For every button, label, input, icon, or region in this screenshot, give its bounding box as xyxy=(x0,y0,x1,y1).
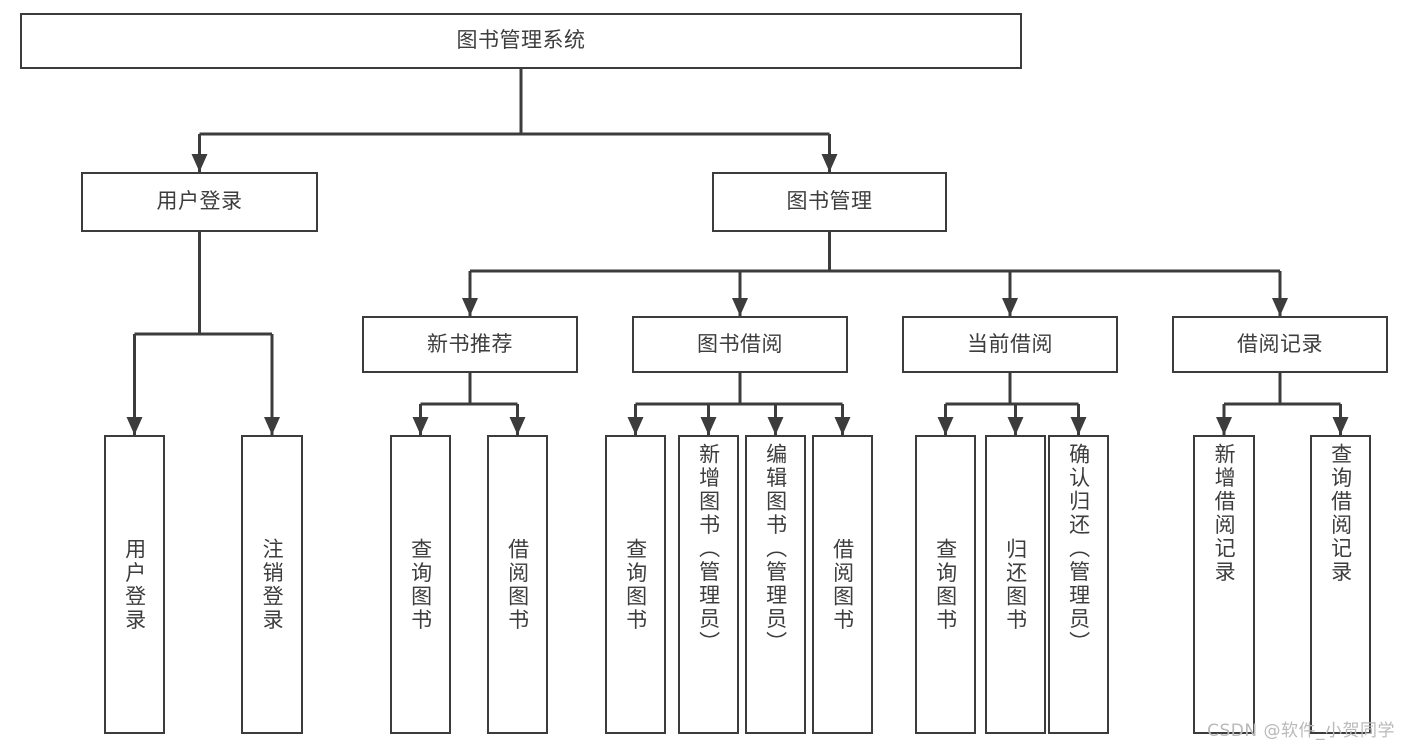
node-label-user-login-do: 用户登录 xyxy=(122,537,147,632)
node-borrow-book-2[interactable]: 借阅图书 xyxy=(812,435,873,734)
node-label-book-borrow: 图书借阅 xyxy=(697,331,783,356)
node-label-query-book-2: 查询图书 xyxy=(623,537,648,632)
node-label-return-book: 归还图书 xyxy=(1003,537,1028,632)
node-label-add-book-admin: 新增图书（管理员） xyxy=(696,443,721,655)
node-query-book-3[interactable]: 查询图书 xyxy=(915,435,976,734)
node-label-query-book-3: 查询图书 xyxy=(933,537,958,632)
node-query-borrow-record[interactable]: 查询借阅记录 xyxy=(1310,435,1371,734)
node-label-query-book-1: 查询图书 xyxy=(408,537,433,632)
node-label-borrow-book-1: 借阅图书 xyxy=(505,537,530,632)
node-edit-book-admin[interactable]: 编辑图书（管理员） xyxy=(745,435,806,734)
node-label-query-borrow-record: 查询借阅记录 xyxy=(1328,443,1353,584)
node-label-borrow-book-2: 借阅图书 xyxy=(830,537,855,632)
watermark: CSDN @软件_小贺同学 xyxy=(1207,721,1395,741)
node-book-manage[interactable]: 图书管理 xyxy=(712,172,947,232)
node-borrow-record[interactable]: 借阅记录 xyxy=(1172,316,1388,373)
node-label-user-logout: 注销登录 xyxy=(260,537,285,632)
node-confirm-return-admin[interactable]: 确认归还（管理员） xyxy=(1048,435,1109,734)
node-new-book-recommend[interactable]: 新书推荐 xyxy=(362,316,578,373)
node-label-add-borrow-record: 新增借阅记录 xyxy=(1212,443,1237,584)
node-current-borrow[interactable]: 当前借阅 xyxy=(902,316,1118,373)
node-root[interactable]: 图书管理系统 xyxy=(20,13,1022,69)
node-query-book-1[interactable]: 查询图书 xyxy=(390,435,451,734)
node-query-book-2[interactable]: 查询图书 xyxy=(605,435,666,734)
node-label-borrow-record: 借阅记录 xyxy=(1237,331,1323,356)
node-user-logout[interactable]: 注销登录 xyxy=(241,435,303,734)
node-return-book[interactable]: 归还图书 xyxy=(985,435,1046,734)
node-label-confirm-return-admin: 确认归还（管理员） xyxy=(1066,443,1091,655)
node-label-root: 图书管理系统 xyxy=(456,28,586,53)
node-label-current-borrow: 当前借阅 xyxy=(967,331,1053,356)
node-label-book-manage: 图书管理 xyxy=(786,189,873,214)
node-user-login[interactable]: 用户登录 xyxy=(81,172,318,232)
node-add-borrow-record[interactable]: 新增借阅记录 xyxy=(1193,435,1255,734)
node-user-login-do[interactable]: 用户登录 xyxy=(104,435,165,734)
node-book-borrow[interactable]: 图书借阅 xyxy=(632,316,848,373)
node-label-new-book-recommend: 新书推荐 xyxy=(427,331,513,356)
node-borrow-book-1[interactable]: 借阅图书 xyxy=(487,435,548,734)
node-label-edit-book-admin: 编辑图书（管理员） xyxy=(763,443,788,655)
node-add-book-admin[interactable]: 新增图书（管理员） xyxy=(678,435,739,734)
node-label-user-login: 用户登录 xyxy=(156,189,243,214)
